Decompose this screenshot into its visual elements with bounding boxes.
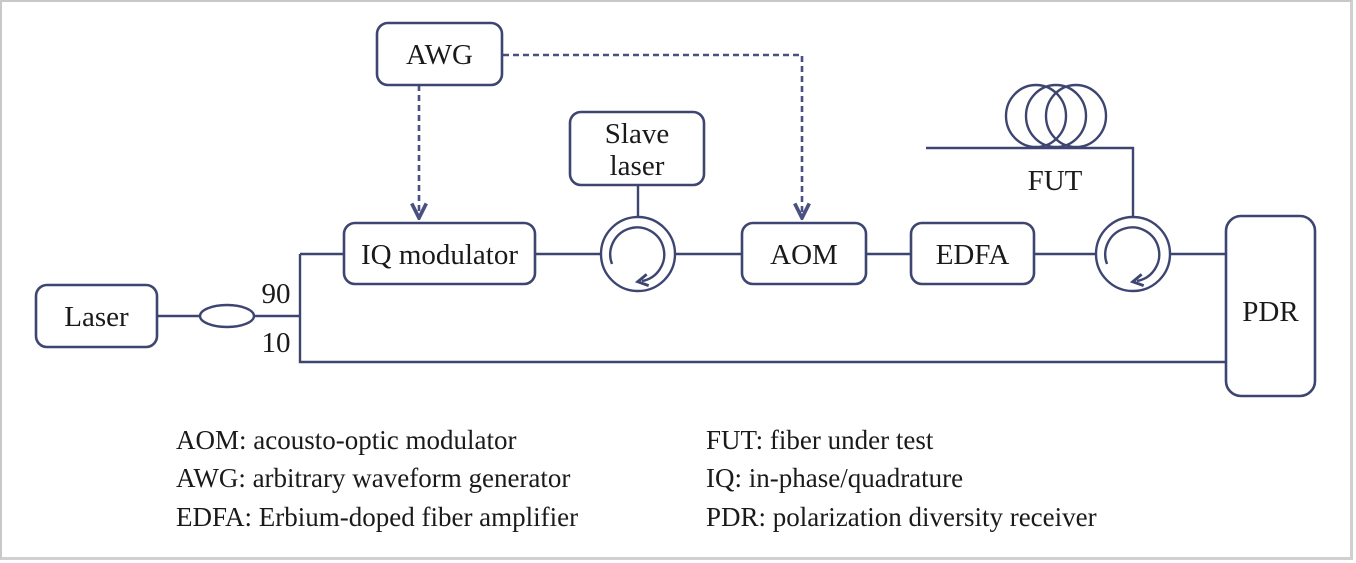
iq-modulator-label: IQ modulator [361,239,518,271]
iq-modulator-box: IQ modulator [342,221,537,286]
coupler-upper-ratio: 90 [262,278,291,310]
coupler-lower-ratio: 10 [262,327,291,359]
legend-item: AWG: arbitrary waveform generator [176,463,570,493]
legend-item: IQ: in-phase/quadrature [706,463,963,493]
legend: AOM: acousto-optic modulator AWG: arbitr… [176,425,1097,532]
optical-circulator-icon [599,215,677,293]
pdr-box: PDR [1224,214,1317,398]
slave-laser-box: Slave laser [568,110,706,187]
fut-fiber-wire [926,146,1135,216]
awg-box: AWG [375,21,504,87]
fiber-coupler-icon [198,303,256,329]
legend-item: EDFA: Erbium-doped fiber amplifier [176,502,578,532]
pdr-label: PDR [1242,296,1299,328]
legend-item: PDR: polarization diversity receiver [706,502,1097,532]
slave-laser-label-line1: Slave [605,118,669,150]
fut-label: FUT [1028,165,1083,197]
reference-path-wire [298,254,1226,364]
optical-circulator-icon [1094,215,1172,293]
legend-item: AOM: acousto-optic modulator [176,425,516,455]
awg-label: AWG [406,39,473,71]
aom-label: AOM [770,239,838,271]
edfa-box: EDFA [909,221,1036,286]
aom-box: AOM [740,221,868,286]
edfa-label: EDFA [936,239,1010,271]
laser-label: Laser [64,301,129,333]
legend-item: FUT: fiber under test [706,425,934,455]
fiber-coil-icon [1004,83,1108,149]
laser-box: Laser [34,283,159,349]
slave-laser-label-line2: laser [610,150,665,182]
